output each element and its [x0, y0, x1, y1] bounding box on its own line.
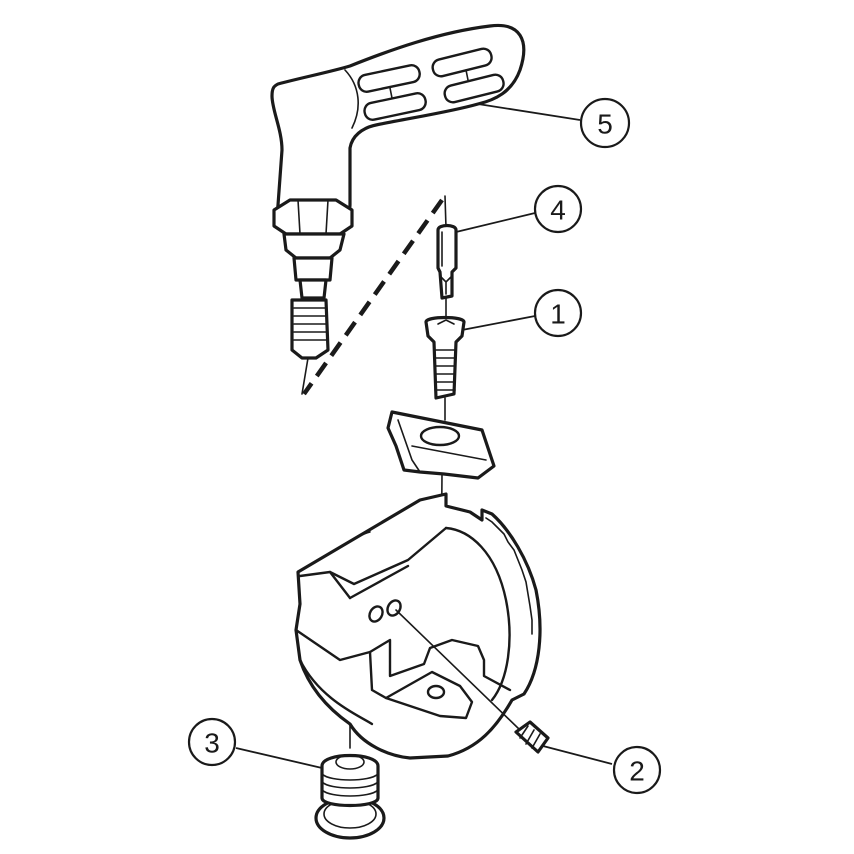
cutting-insert: [386, 410, 496, 721]
callout-2: 2: [612, 745, 662, 795]
svg-text:3: 3: [204, 728, 220, 759]
cartridge-body: [294, 492, 542, 760]
assembly-guide-line: [302, 198, 444, 396]
svg-text:5: 5: [597, 109, 613, 140]
torx-bit: [436, 195, 458, 319]
set-screw: [514, 720, 550, 754]
callout-4: 4: [533, 184, 583, 234]
callout-3: 3: [187, 717, 237, 767]
threaded-plug: [314, 753, 386, 840]
svg-text:1: 1: [550, 299, 566, 330]
svg-text:4: 4: [550, 195, 566, 226]
callout-5: 5: [579, 97, 631, 149]
leader-lines: [235, 103, 613, 769]
insert-screw: [424, 315, 466, 421]
svg-text:2: 2: [629, 756, 645, 787]
torque-wrench-handle: [270, 23, 526, 395]
callout-1: 1: [533, 288, 583, 338]
